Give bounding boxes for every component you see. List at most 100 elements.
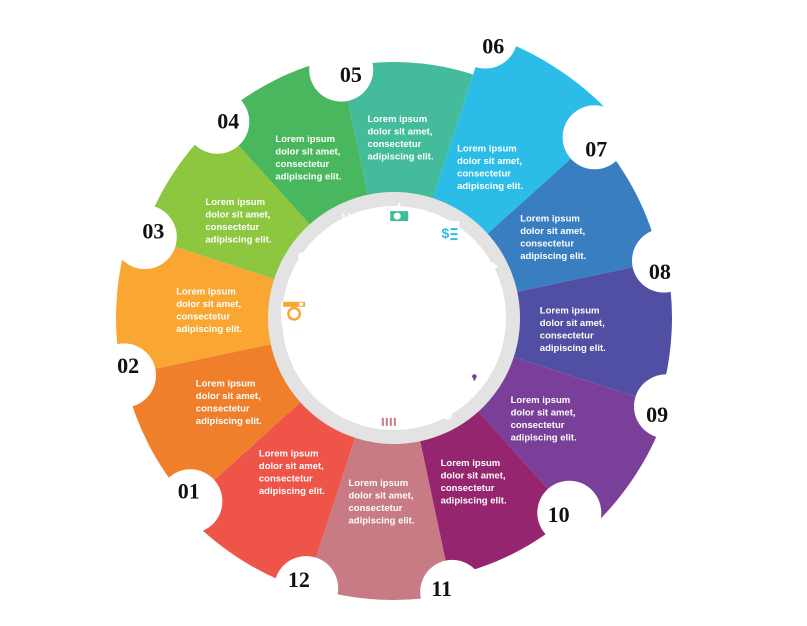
segment-text-line: adipiscing elit. (520, 251, 586, 262)
segment-05-text: Lorem ipsum dolor sit amet,consectetur adi… (368, 114, 434, 163)
segment-text-line: adipiscing elit. (511, 433, 577, 444)
dollar-receipt-icon: $ (437, 221, 460, 249)
segment-text-line: Lorem ipsum (457, 143, 517, 154)
segment-text-line: dolor sit amet, (441, 471, 506, 482)
segment-text-line: dolor sit amet, (196, 391, 261, 402)
segment-text-line: consectetur (520, 238, 574, 249)
segment-text-line: adipiscing elit. (275, 171, 341, 182)
segment-10-text: Lorem ipsum dolor sit amet,consectetur adi… (441, 458, 507, 507)
segment-text-line: adipiscing elit. (540, 343, 606, 354)
segment-12-sector (181, 397, 358, 590)
segment-07-number: 07 (585, 136, 607, 161)
segment-text-line: Lorem ipsum (368, 114, 428, 125)
segment-text-line: dolor sit amet, (520, 226, 585, 237)
segment-02-number: 02 (117, 353, 139, 378)
segment-text-line: Lorem ipsum (441, 458, 501, 469)
segment-03-number: 03 (142, 218, 164, 243)
segment-06-sector (430, 34, 616, 239)
segment-text-line: adipiscing elit. (176, 324, 242, 335)
segment-11-number: 11 (431, 576, 452, 601)
segment-text-line: consectetur (457, 168, 511, 179)
segment-text-line: dolor sit amet, (540, 318, 605, 329)
segment-06-number: 06 (482, 34, 504, 59)
segment-text-line: dolor sit amet, (275, 146, 340, 157)
segment-text-line: consectetur (205, 222, 259, 233)
segment-05-number: 05 (340, 62, 362, 87)
segment-text-line: consectetur (368, 139, 422, 150)
segment-text-line: adipiscing elit. (205, 234, 271, 245)
segment-text-line: dolor sit amet, (205, 209, 270, 220)
segment-text-line: dolor sit amet, (511, 408, 576, 419)
segment-text-line: Lorem ipsum (205, 197, 265, 208)
segment-text-line: consectetur (196, 404, 250, 415)
unlocked-padlock-icon (465, 357, 491, 385)
segment-11-sector (306, 430, 453, 600)
segment-09-text: Lorem ipsum dolor sit amet,consectetur adi… (511, 395, 577, 444)
segment-07-sector (481, 136, 661, 294)
instagram-camera-icon (281, 299, 308, 326)
segment-08-sector (506, 260, 672, 404)
segment-text-line: Lorem ipsum (176, 287, 236, 298)
segment-text-line: Lorem ipsum (259, 449, 319, 460)
segment-09-number: 09 (646, 402, 668, 427)
segment-01-number: 01 (178, 478, 200, 503)
segment-04-number: 04 (217, 108, 239, 133)
people-group-icon (297, 250, 324, 276)
svg-text:$: $ (442, 225, 450, 241)
segment-text-line: Lorem ipsum (540, 306, 600, 317)
share-nodes-icon (426, 394, 452, 420)
presentation-board-icon (387, 202, 412, 234)
segment-07-text: Lorem ipsum dolor sit amet,consectetur adi… (520, 213, 586, 262)
segment-text-line: dolor sit amet, (259, 461, 324, 472)
microphone-icon (483, 309, 505, 339)
segment-text-line: adipiscing elit. (259, 486, 325, 497)
segment-text-line: Lorem ipsum (511, 395, 571, 406)
center-hub (324, 248, 464, 388)
megaphone-speaker-icon (327, 390, 353, 413)
segment-text-line: Lorem ipsum (196, 379, 256, 390)
segment-text-line: consectetur (275, 159, 329, 170)
segment-12-number: 12 (288, 567, 310, 592)
segment-text-line: dolor sit amet, (368, 127, 433, 138)
shopping-basket-icon (374, 403, 403, 429)
segment-text-line: dolor sit amet, (457, 156, 522, 167)
segment-text-line: dolor sit amet, (176, 299, 241, 310)
segment-text-line: adipiscing elit. (441, 496, 507, 507)
segment-06-text: Lorem ipsum dolor sit amet,consectetur adi… (457, 143, 523, 192)
segment-text-line: adipiscing elit. (196, 416, 262, 427)
segment-text-line: consectetur (259, 474, 313, 485)
segment-02-sector (116, 232, 282, 376)
segment-text-line: adipiscing elit. (457, 181, 523, 192)
center-ring (268, 192, 520, 444)
shuffle-arrows-icon (469, 261, 499, 284)
segment-text-line: dolor sit amet, (349, 490, 414, 501)
segment-text-line: consectetur (176, 312, 230, 323)
segment-05-sector (340, 61, 474, 206)
segment-text-line: consectetur (441, 483, 495, 494)
segment-text-line: adipiscing elit. (368, 152, 434, 163)
segment-text-line: adipiscing elit. (349, 515, 415, 526)
twitter-bird-icon (292, 352, 318, 372)
segment-text-line: Lorem ipsum (349, 478, 409, 489)
segment-text-line: Lorem ipsum (275, 134, 335, 145)
steaming-bowl-icon (335, 213, 362, 243)
segment-10-sector (418, 405, 571, 577)
segment-text-line: consectetur (511, 420, 565, 431)
segment-text-line: consectetur (349, 503, 403, 514)
segment-03-sector (142, 121, 315, 282)
segment-09-sector (473, 354, 668, 532)
segment-text-line: Lorem ipsum (520, 213, 580, 224)
segment-10-number: 10 (548, 502, 570, 527)
segment-text-line: consectetur (540, 331, 594, 342)
segment-08-number: 08 (649, 259, 671, 284)
segment-04-sector (216, 57, 370, 231)
segment-01-sector (124, 342, 307, 503)
